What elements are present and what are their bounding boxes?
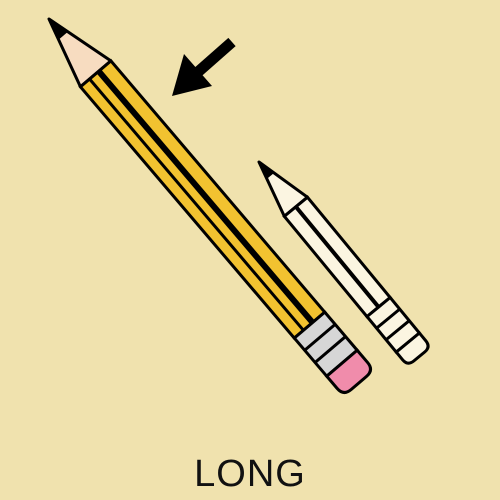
short-pencil-ferrule-band <box>385 319 411 341</box>
long-pencil-ferrule-band <box>314 335 347 364</box>
long-pencil-eraser <box>324 348 373 394</box>
short-pencil-stripe <box>294 205 381 309</box>
long-pencil-ferrule-band <box>303 323 337 352</box>
long-pencil-stripe <box>88 78 305 332</box>
short-pencil-ferrule-band <box>375 307 401 330</box>
long-pencil-icon <box>47 17 373 394</box>
short-pencil-icon <box>257 160 430 365</box>
long-pencil-stripe <box>96 69 315 325</box>
long-pencil-graphite-tip <box>49 19 68 40</box>
arrow-head <box>172 54 212 96</box>
word-caption: LONG <box>194 453 306 495</box>
arrow-down-left-icon <box>172 37 236 96</box>
short-pencil-graphite-tip <box>259 162 275 180</box>
short-pencil-eraser <box>394 330 430 365</box>
